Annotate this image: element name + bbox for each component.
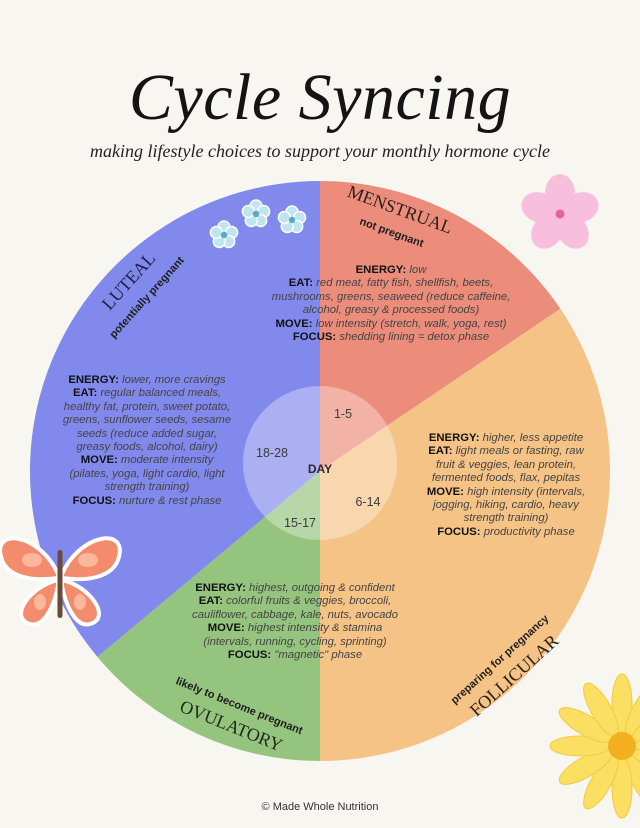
pink-flower-icon — [521, 174, 599, 249]
menstrual-info: ENERGY: low EAT: red meat, fatty fish, s… — [271, 264, 511, 344]
center-day-label: DAY — [308, 462, 332, 476]
page-subtitle: making lifestyle choices to support your… — [90, 141, 550, 161]
blue-flowers-icon — [209, 199, 307, 249]
credit-text: © Made Whole Nutrition — [261, 801, 379, 813]
menstrual-days: 1-5 — [334, 407, 352, 421]
follicular-sector — [320, 308, 611, 761]
menstrual-sector — [320, 181, 561, 471]
luteal-days: 18-28 — [256, 446, 288, 460]
luteal-info: ENERGY: lower, more cravings EAT: regula… — [62, 374, 232, 507]
center-disc — [243, 386, 397, 540]
follicular-info: ENERGY: higher, less appetite EAT: light… — [426, 432, 586, 538]
yellow-flower-icon — [549, 673, 640, 819]
follicular-days: 6-14 — [355, 495, 380, 509]
butterfly-icon — [0, 536, 122, 627]
ovulatory-sector — [97, 471, 321, 761]
page-title: Cycle Syncing — [128, 61, 512, 134]
ovulatory-info: ENERGY: highest, outgoing & confident EA… — [192, 582, 398, 662]
ovulatory-days: 15-17 — [284, 516, 316, 530]
